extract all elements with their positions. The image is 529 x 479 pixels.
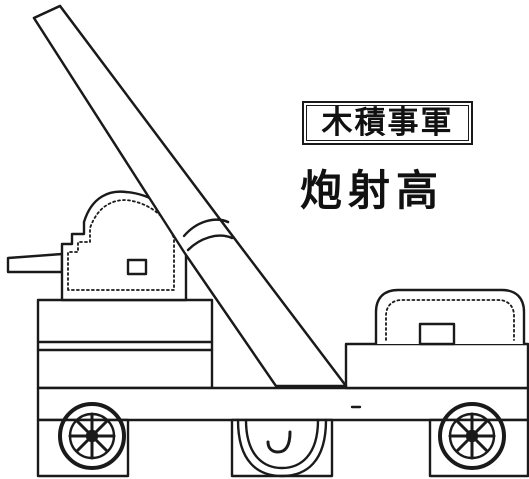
turret-window [126,258,148,276]
wheel-center [236,418,328,478]
right-block [344,342,529,390]
barrel-band-front [182,218,234,252]
right-cab-dotted [385,299,515,341]
title-box: 木積事軍 [302,101,473,145]
left-block [36,298,214,390]
caption-text: 炮射高 [300,166,445,215]
wheel-left [58,402,126,470]
right-cab-window [418,322,456,346]
chassis-beam [36,386,529,422]
wheel-right [438,402,506,470]
small-cannon [6,252,64,274]
barrel-front [32,4,348,388]
right-cab [374,288,526,346]
wheel-box-center [230,418,334,478]
title-text: 木積事軍 [321,104,454,141]
